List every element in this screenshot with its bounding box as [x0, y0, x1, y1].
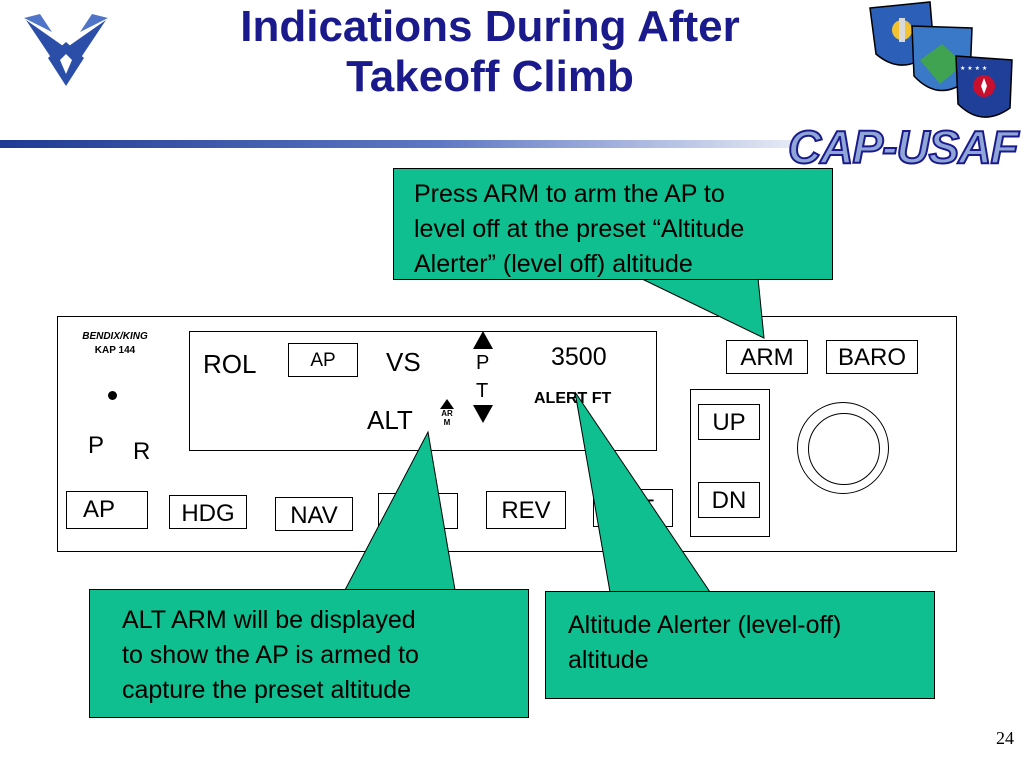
alt-arm-callout: ALT ARM will be displayed to show the AP…: [89, 589, 529, 718]
label-p: P: [88, 432, 105, 459]
dn-button[interactable]: DN: [698, 482, 760, 518]
display-altitude: 3500: [551, 343, 607, 371]
title-line-1: Indications During After: [240, 2, 740, 51]
arm-callout-line-2: level off at the preset “Altitude: [414, 215, 745, 243]
alt-arm-callout-line-3: capture the preset altitude: [122, 676, 412, 704]
nav-button[interactable]: NAV: [275, 497, 353, 531]
arm-callout-line-1: Press ARM to arm the AP to: [414, 180, 725, 208]
command-shields-emblem: ★ ★ ★ ★: [869, 1, 1013, 118]
arm-callout-line-3: Alerter” (level off) altitude: [414, 250, 693, 278]
brand-logo-text: CAP-USAF: [787, 120, 1020, 174]
baro-button[interactable]: BARO: [826, 340, 918, 374]
title-line-2: Takeoff Climb: [346, 52, 634, 101]
display-rol: ROL: [203, 349, 257, 379]
altitude-alerter-callout: Altitude Alerter (level-off) altitude: [545, 591, 935, 699]
altitude-select-knob[interactable]: [797, 402, 889, 494]
page-number: 24: [996, 728, 1014, 748]
alerter-callout-line-1: Altitude Alerter (level-off): [568, 611, 842, 639]
display-alt: ALT: [367, 405, 413, 435]
pitch-down-arrow-icon: [473, 405, 493, 423]
arm-up-arrow-icon: [440, 399, 454, 409]
alt-arm-callout-line-1: ALT ARM will be displayed: [122, 606, 416, 634]
display-vs: VS: [386, 347, 421, 377]
autopilot-display: [189, 331, 657, 451]
display-ap: AP: [288, 343, 358, 377]
air-force-wings-logo: [24, 14, 108, 86]
svg-text:★ ★ ★ ★: ★ ★ ★ ★: [960, 65, 987, 72]
knob-inner-ring: [808, 413, 880, 485]
indicator-dot: [108, 391, 117, 400]
hdg-button[interactable]: HDG: [169, 495, 247, 529]
alt-arm-callout-line-2: to show the AP is armed to: [122, 641, 419, 669]
display-pt-p: P: [476, 352, 490, 374]
display-pt-t: T: [476, 380, 489, 402]
header-rule: [0, 140, 800, 148]
model-label: KAP 144: [94, 345, 136, 356]
maker-label: BENDIX/KING: [82, 331, 148, 342]
arm-button[interactable]: ARM: [726, 340, 808, 374]
ap-button[interactable]: AP: [66, 491, 148, 529]
display-arm-vertical: ARM: [441, 409, 453, 427]
display-alert-ft: ALERT FT: [534, 390, 612, 407]
arm-callout: Press ARM to arm the AP to level off at …: [393, 168, 833, 280]
up-button[interactable]: UP: [698, 404, 760, 440]
label-r: R: [133, 438, 151, 465]
alerter-callout-line-2: altitude: [568, 646, 649, 674]
pitch-up-arrow-icon: [473, 331, 493, 349]
slide-title: Indications During After Takeoff Climb: [180, 2, 800, 102]
rev-button[interactable]: REV: [486, 491, 566, 529]
